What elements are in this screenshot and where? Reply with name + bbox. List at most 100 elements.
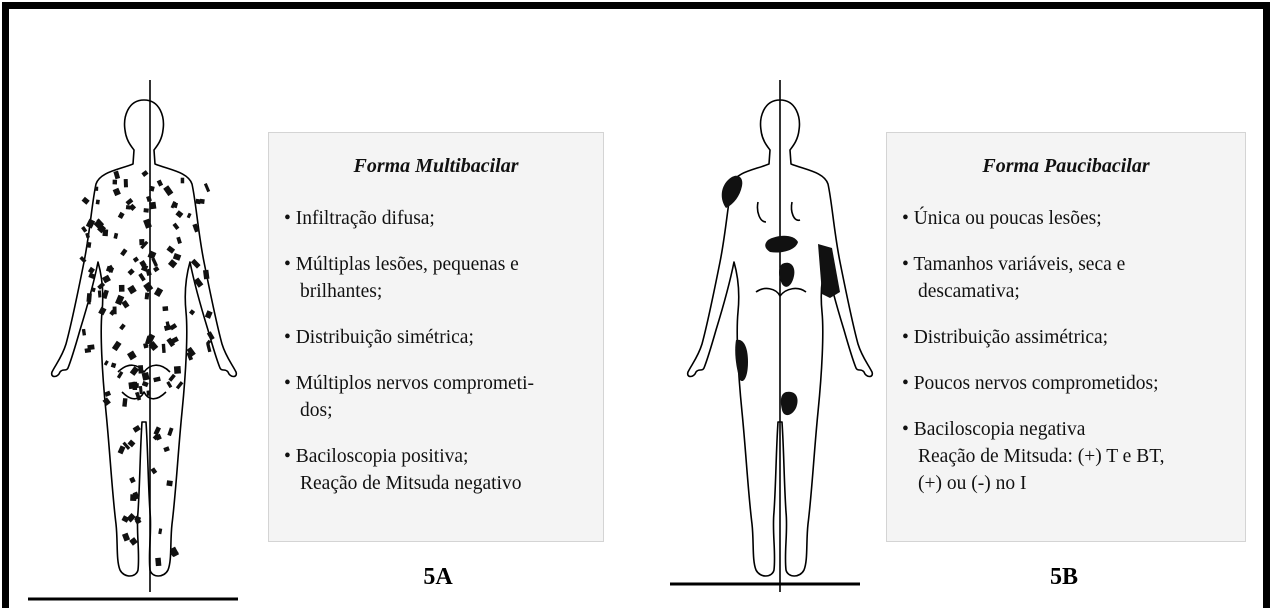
lesion-spot	[133, 382, 138, 390]
lesion-spot	[127, 285, 136, 295]
paucibacillary-panel: Forma Paucibacilar • Única ou poucas les…	[886, 132, 1246, 542]
lesion-spot	[122, 533, 130, 542]
lesion-spot	[167, 427, 173, 436]
lesion-spot	[155, 558, 161, 567]
feature-line: • Múltiplas lesões, pequenas e	[284, 251, 597, 278]
feature-line: Reação de Mitsuda negativo	[284, 470, 597, 497]
lesion-spot	[138, 273, 145, 282]
lesion-spot	[176, 381, 184, 389]
lesion-spot	[104, 360, 109, 366]
lesion-spot	[113, 171, 120, 180]
lesion-spot	[95, 187, 99, 191]
lesion-spot	[146, 196, 152, 202]
lesion-spot	[162, 306, 168, 311]
lesion-spot	[119, 285, 125, 292]
feature-item: • Múltiplas lesões, pequenas ebrilhantes…	[284, 251, 597, 305]
feature-line: • Única ou poucas lesões;	[902, 205, 1239, 232]
lesion-spot	[174, 366, 181, 374]
lesion-spot	[151, 258, 158, 267]
feature-item: • Única ou poucas lesões;	[902, 205, 1239, 232]
lesion-spot	[133, 425, 141, 433]
feature-line: • Baciloscopia positiva;	[284, 443, 597, 470]
lesion-spot	[166, 246, 175, 254]
feature-line: • Baciloscopia negativa	[902, 416, 1239, 443]
lesion-spot	[117, 371, 123, 379]
lesion-spot	[142, 381, 149, 387]
feature-line: • Infiltração difusa;	[284, 205, 597, 232]
lesion-spot	[103, 397, 111, 406]
lesion-spot	[147, 250, 156, 259]
lesion-patch	[722, 176, 743, 208]
lesion-spot	[153, 376, 161, 382]
lesion-spot	[142, 372, 150, 381]
lesion-spot	[118, 445, 126, 454]
feature-line: • Distribuição simétrica;	[284, 324, 597, 351]
panel-title: Forma Paucibacilar	[887, 155, 1245, 178]
feature-line: brilhantes;	[284, 278, 597, 305]
lesion-spot	[145, 293, 150, 300]
feature-item: • Distribuição assimétrica;	[902, 324, 1239, 351]
lesion-spot	[86, 219, 95, 229]
feature-line: • Múltiplos nervos comprometi-	[284, 370, 597, 397]
lesion-spot	[98, 290, 102, 297]
lesion-spot	[166, 381, 172, 388]
lesion-spot	[98, 307, 106, 316]
feature-line: descamativa;	[902, 278, 1239, 305]
lesion-spot	[166, 480, 172, 486]
lesion-spot	[127, 350, 137, 360]
lesion-spot	[86, 293, 91, 302]
feature-line: (+) ou (-) no I	[902, 470, 1239, 497]
figure-label-5a: 5A	[398, 564, 478, 591]
feature-item: • Infiltração difusa;	[284, 205, 597, 232]
lesion-spot	[126, 205, 131, 210]
lesion-spot	[187, 213, 192, 219]
lesion-spot	[96, 200, 100, 205]
lesion-spot	[113, 180, 118, 185]
lesion-spot	[122, 515, 130, 522]
lesion-spot	[129, 537, 138, 546]
body-figure-multibacillary	[28, 72, 260, 604]
lesion-spot	[151, 467, 158, 474]
lesion-patch	[779, 263, 794, 287]
lesion-spot	[157, 180, 163, 187]
lesion-spot	[176, 237, 182, 244]
lesion-spot	[173, 253, 181, 261]
lesion-spot	[121, 300, 129, 309]
feature-item: • Distribuição simétrica;	[284, 324, 597, 351]
lesion-spot	[111, 363, 117, 369]
lesion-spot	[205, 310, 213, 319]
lesion-spot	[82, 329, 86, 336]
lesion-patch	[765, 236, 798, 253]
feature-line: • Tamanhos variáveis, seca e	[902, 251, 1239, 278]
lesion-spot	[102, 275, 111, 284]
lesion-spot	[112, 341, 122, 351]
multibacillary-panel: Forma Multibacilar • Infiltração difusa;…	[268, 132, 604, 542]
feature-item: • Múltiplos nervos comprometi-dos;	[284, 370, 597, 424]
lesion-spot	[168, 374, 175, 382]
lesion-spot	[162, 344, 166, 353]
lesion-spot	[146, 269, 152, 276]
lesion-spot	[97, 282, 105, 290]
lesion-patch	[735, 340, 748, 381]
lesion-spot	[203, 270, 209, 280]
lesion-spot	[113, 188, 121, 196]
feature-line: • Distribuição assimétrica;	[902, 324, 1239, 351]
lesion-spot	[139, 386, 143, 394]
body-figure-paucibacillary	[664, 72, 896, 604]
lesion-spot	[195, 199, 201, 205]
lesion-spot	[88, 267, 95, 274]
lesion-spot	[82, 197, 90, 205]
lesion-spot	[141, 170, 148, 177]
lesion-spot	[139, 239, 144, 245]
feature-line: Reação de Mitsuda: (+) T e BT,	[902, 443, 1239, 470]
lesion-spot	[81, 226, 87, 233]
lesion-spot	[122, 398, 127, 407]
lesion-spot	[153, 266, 159, 272]
lesion-spot	[163, 185, 173, 196]
lesion-spot	[189, 309, 195, 315]
lesion-spot	[175, 210, 183, 218]
feature-line: dos;	[284, 397, 597, 424]
lesion-spot	[181, 178, 185, 184]
lesion-spot	[104, 391, 111, 397]
